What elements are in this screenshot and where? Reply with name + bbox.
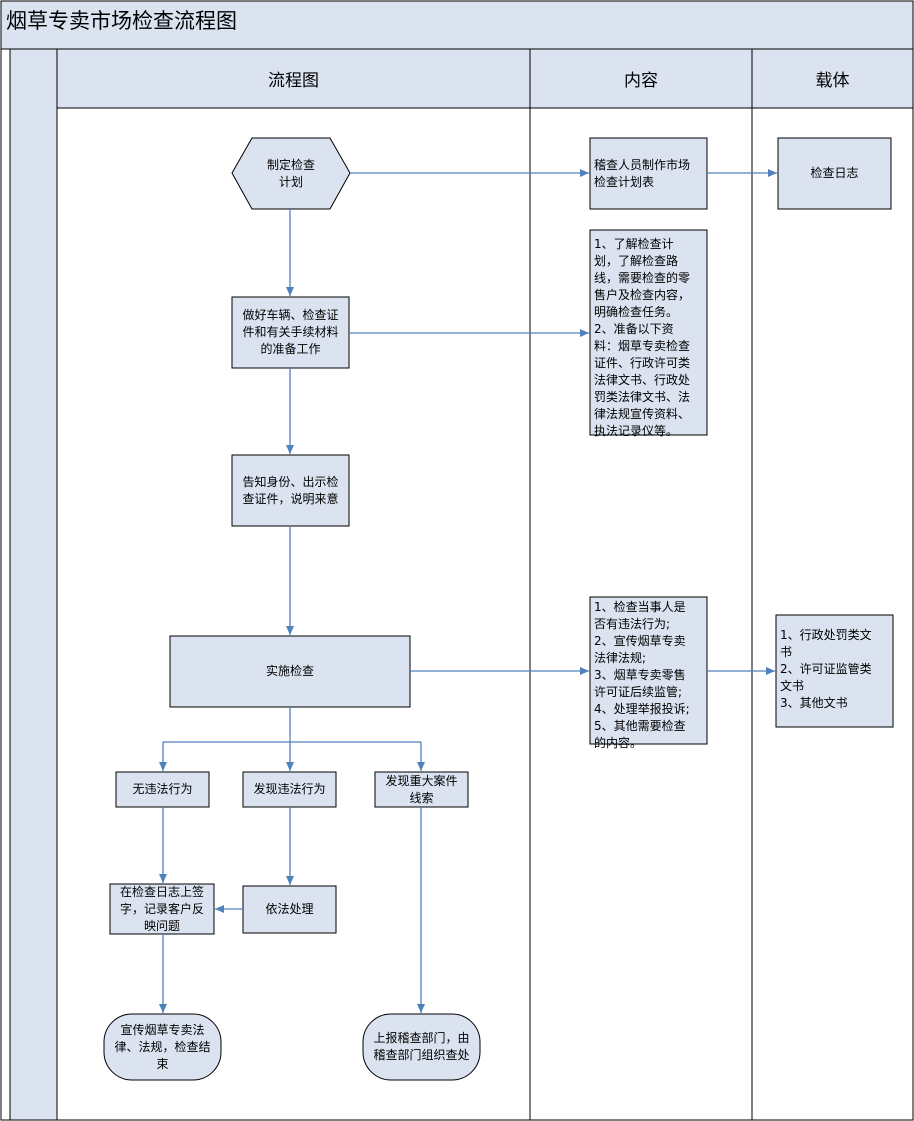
prepare-label: 做好车辆、检查证 件和有关手续材料 的准备工作: [242, 308, 339, 356]
log-label: 检查日志: [810, 166, 859, 180]
column-header-carrier: 载体: [815, 71, 850, 91]
header-row: [56, 48, 914, 109]
handle-label: 依法处理: [265, 902, 314, 916]
plan-label: 制定检查 计划: [266, 157, 315, 189]
sign-log-box: [109, 883, 215, 935]
notify-label: 告知身份、出示检 查证件，说明来意: [242, 474, 339, 506]
promote-end-label: 宣传烟草专卖法 律、法规，检查结 束: [114, 1022, 211, 1071]
report-up-terminator: [362, 1013, 481, 1081]
promote-end-terminator: [103, 1013, 222, 1081]
column-header-content: 内容: [624, 71, 658, 91]
inspect-items-label: 1、检查当事人是 否有违法行为; 2、宣传烟草专卖 法律法规; 3、烟草专卖零售…: [594, 600, 690, 750]
major-case-label: 发现重大案件 线索: [385, 773, 458, 805]
violation-label: 发现违法行为: [253, 782, 326, 796]
title-bar: [0, 0, 914, 50]
violation-box: [242, 771, 337, 808]
report-up-label: 上报稽查部门，由 稽查部门组织查处: [373, 1031, 470, 1062]
log-box: [777, 137, 892, 210]
major-case-box: [374, 771, 469, 808]
lane-gutter: [9, 48, 58, 1121]
sign-log-label: 在检查日志上签 字，记录客户反 映问题: [119, 884, 204, 933]
documents-label: 1、行政处罚类文 书 2、许可证监管类 文书 3、其他文书: [780, 628, 872, 710]
plan-table-box: [589, 137, 708, 210]
page-title: 烟草专卖市场检查流程图: [6, 9, 237, 33]
no-violation-label: 无违法行为: [132, 782, 193, 796]
prepare-tasks-box: [589, 229, 708, 436]
plan-table-label: 稽查人员制作市场 检查计划表: [594, 157, 691, 189]
column-header-flow: 流程图: [268, 71, 319, 91]
prepare-tasks-label: 1、了解检查计 划，了解检查路 线，需要检查的零 售户及检查内容， 明确检查任务…: [594, 237, 691, 438]
inspect-items-box: [589, 596, 708, 745]
inspect-label: 实施检查: [265, 664, 314, 678]
documents-box: [775, 614, 894, 728]
